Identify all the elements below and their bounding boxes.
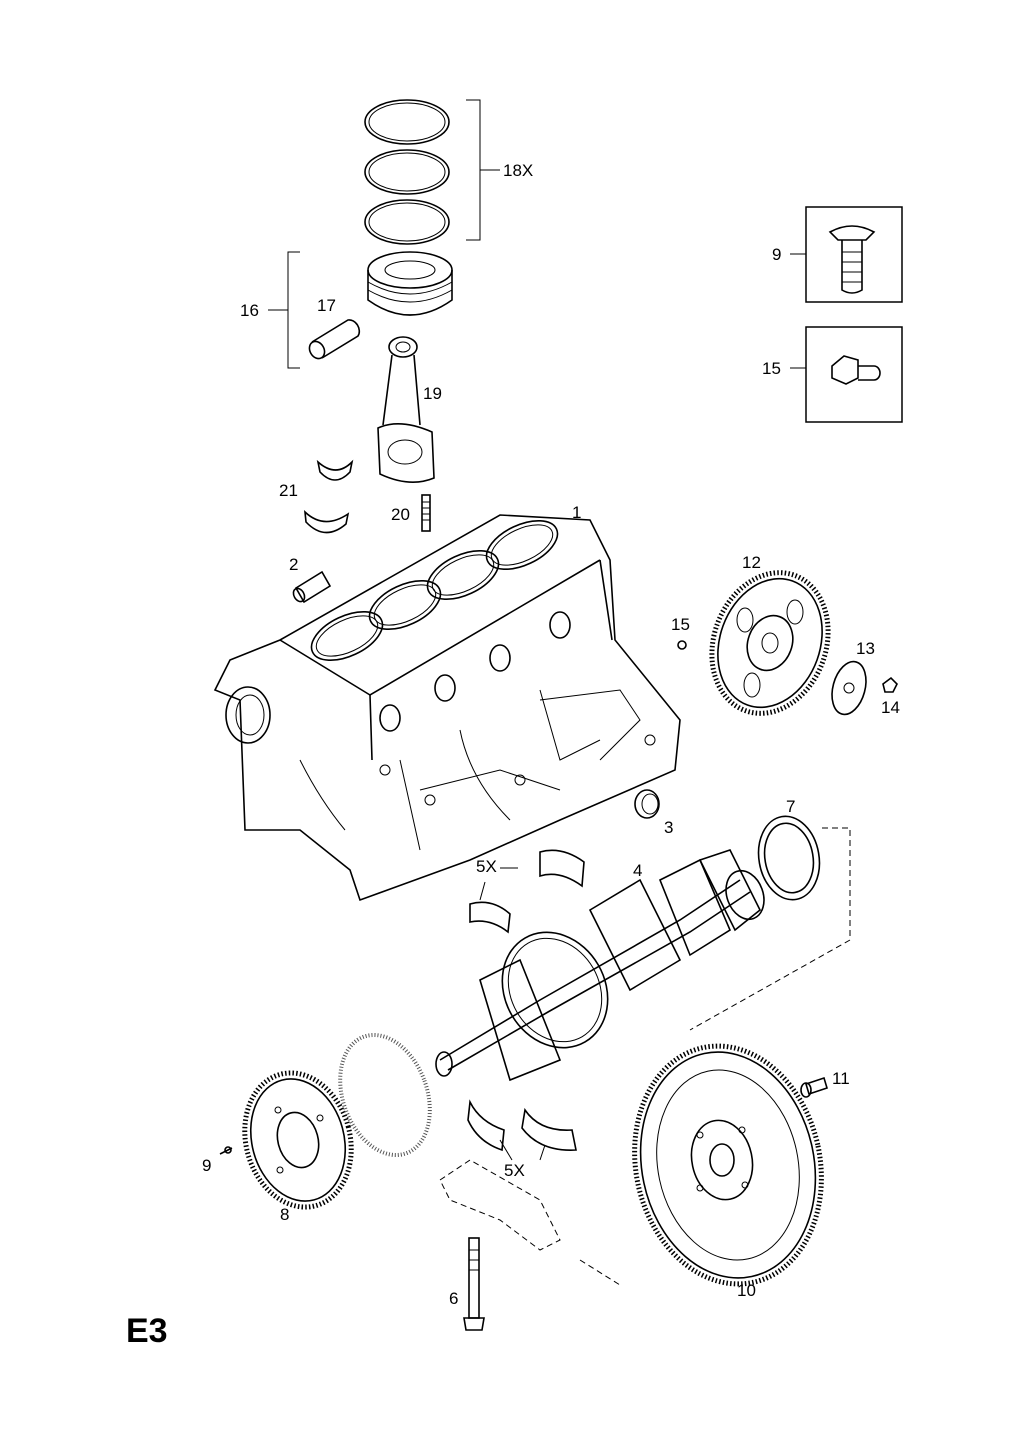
callout-12: 12 — [742, 553, 761, 572]
cylinder-block — [213, 514, 681, 902]
callout-5x-bottom: 5X — [504, 1161, 525, 1180]
callout-4: 4 — [633, 861, 642, 880]
detail-box-bolt — [805, 206, 903, 303]
flexplate — [709, 570, 831, 716]
callout-15-box: 15 — [762, 359, 781, 378]
piston-rings — [364, 99, 450, 245]
phantom-ring — [338, 1032, 432, 1158]
crankshaft-sensor-wheel — [242, 1070, 354, 1210]
callout-11: 11 — [832, 1069, 850, 1088]
conrod-bearing-shells — [303, 459, 354, 534]
bearing-cap-bolt — [463, 1237, 485, 1331]
main-bearing-shells-lower — [467, 1099, 577, 1152]
callout-6: 6 — [449, 1289, 458, 1308]
core-plug — [634, 789, 660, 819]
callout-15: 15 — [671, 615, 690, 634]
callout-5x-top: 5X — [476, 857, 497, 876]
callout-18x: 18X — [503, 161, 533, 180]
callout-19: 19 — [423, 384, 442, 403]
callout-20: 20 — [391, 505, 410, 524]
flywheel-bolt — [800, 1076, 828, 1098]
plate-bolt — [882, 676, 898, 693]
phantom-bearing-cap — [439, 1159, 621, 1286]
callout-9: 9 — [202, 1156, 211, 1175]
flywheel — [632, 1043, 824, 1287]
flexplate-bolt — [677, 640, 687, 650]
callout-8: 8 — [280, 1205, 289, 1224]
callout-7: 7 — [786, 797, 795, 816]
piston — [367, 251, 453, 316]
reinforcement-plate — [831, 660, 867, 716]
callout-17: 17 — [317, 296, 336, 315]
main-bearing-shells-upper — [469, 849, 585, 934]
page-code: E3 — [126, 1312, 168, 1350]
rod-bolt — [421, 494, 431, 532]
callout-13: 13 — [856, 639, 875, 658]
callout-10: 10 — [737, 1281, 756, 1300]
callout-9-box: 9 — [772, 245, 781, 264]
callout-3: 3 — [664, 818, 673, 837]
dowel-sleeve — [292, 570, 332, 604]
callout-16: 16 — [240, 301, 259, 320]
callout-14: 14 — [881, 698, 900, 717]
crankshaft-seal — [757, 815, 821, 901]
crankshaft — [435, 849, 765, 1082]
piston-pin — [308, 319, 361, 360]
callout-1: 1 — [572, 503, 581, 522]
connecting-rod — [377, 336, 435, 483]
callout-21: 21 — [279, 481, 298, 500]
detail-box-plug — [805, 326, 903, 423]
sensor-wheel-screw — [219, 1146, 233, 1155]
callout-2: 2 — [289, 555, 298, 574]
